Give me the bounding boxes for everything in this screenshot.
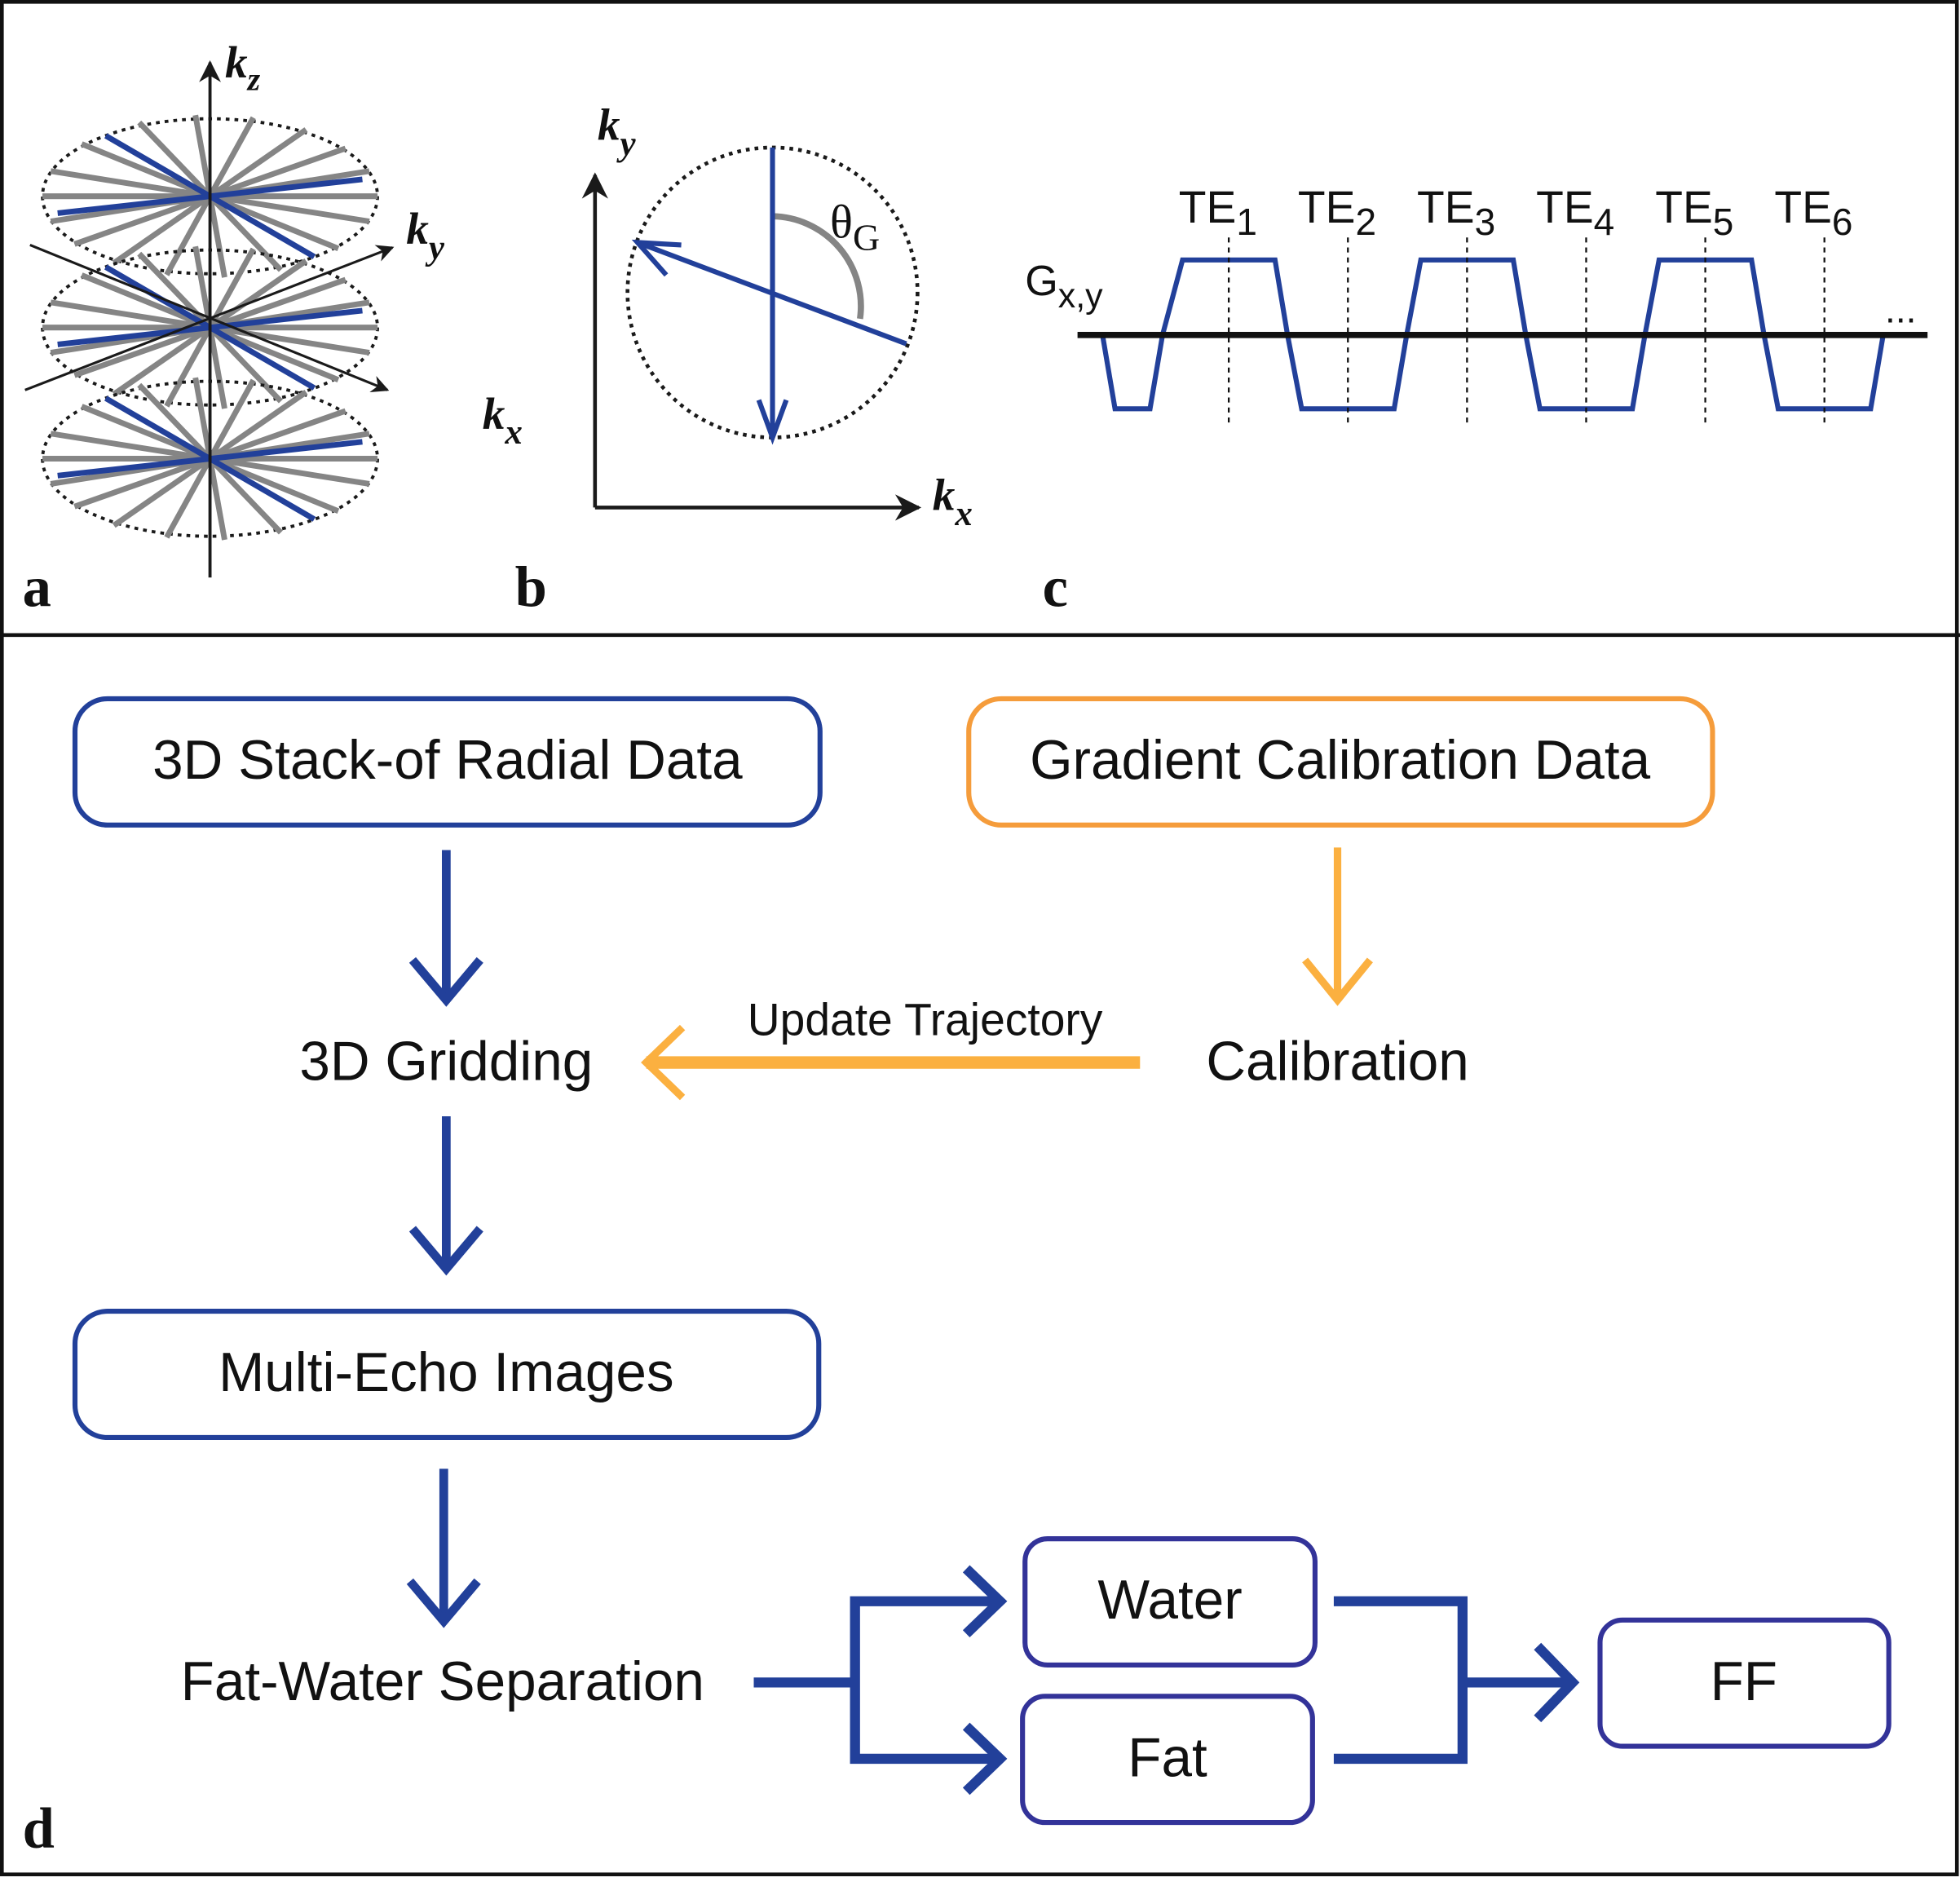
echo-time-label: TE5 [1655,182,1733,243]
echo-time-label: TE1 [1179,182,1257,243]
echo-time-label: TE3 [1417,182,1495,243]
panel-label-d: d [23,1797,55,1861]
rotated-spoke-arrowhead [631,239,682,277]
node-multi-echo-box [72,1309,822,1441]
panel-label-a: a [23,556,51,620]
node-fat: Fat [1128,1727,1207,1788]
continuation-ellipsis: ... [1885,289,1916,331]
kx-axis-label-a: kx [483,389,523,452]
arrow-stack-to-gridding [408,850,483,1007]
panel-c-gradient-waveform [1077,237,1928,423]
theta-arc [772,213,864,320]
node-calibration: Calibration [1206,1031,1468,1093]
panel-a-stack-of-radial [24,60,395,578]
arrow-multi-echo-to-fat-water [406,1469,481,1628]
gradient-label: Gx,y [1025,258,1103,316]
node-gradient-calibration: Gradient Calibration Data [1030,730,1650,791]
arrow-gradient-to-calibration [1302,847,1373,1006]
node-stack-of-radial: 3D Stack-of Radial Data [152,730,743,791]
echo-time-label: TE6 [1774,182,1852,243]
node-stack-of-radial-box [72,696,823,828]
node-water: Water [1097,1570,1242,1631]
kx-axis-label-b: kx [933,470,973,532]
echo-time-labels: TE1 TE2 TE3 TE4 TE5 TE6 [1179,182,1853,243]
node-gradient-calibration-box [966,696,1715,828]
node-fat-water: Fat-Water Separation [181,1651,704,1712]
arrow-calibration-to-gridding [641,1024,1141,1101]
rotated-spoke [636,240,907,347]
connector-water-fat-to-ff [1333,1596,1580,1765]
node-gridding: 3D Gridding [299,1031,593,1093]
ky-axis-label-a: ky [406,204,445,267]
node-fat-box [1020,1694,1315,1826]
node-ff-box [1597,1617,1892,1749]
echo-time-label: TE4 [1536,182,1614,243]
kz-axis-label: kz [225,38,261,97]
echo-time-label: TE2 [1298,182,1376,243]
node-ff: FF [1711,1651,1777,1712]
ky-axis-label-b: ky [598,100,637,163]
edge-label-update-trajectory: Update Trajectory [748,994,1103,1045]
node-water-box [1022,1536,1318,1668]
panel-label-b: b [515,556,547,620]
panel-label-c: c [1043,556,1068,620]
arrow-gridding-to-multi-echo [408,1115,483,1276]
theta-g-label: θG [830,195,880,258]
vertical-spoke-arrowhead [756,399,789,445]
node-multi-echo: Multi-Echo Images [219,1342,673,1403]
connector-fat-water-split [753,1565,1008,1796]
panel-b-angle-diagram [581,145,922,521]
